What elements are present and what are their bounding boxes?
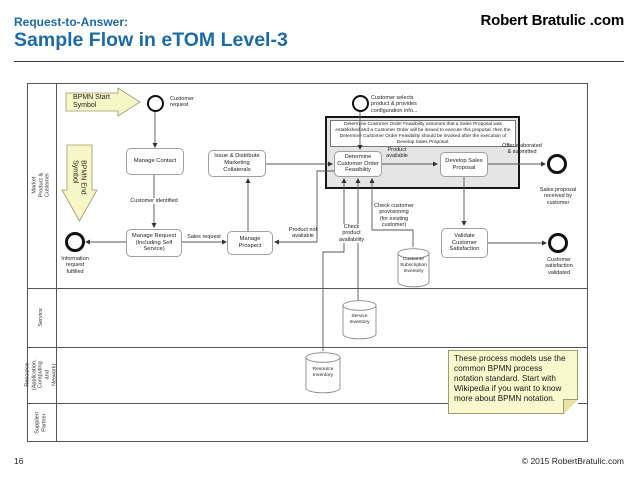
page-title: Sample Flow in eTOM Level-3 [14, 29, 288, 51]
bpmn-pool [27, 83, 588, 442]
lane-supplier-partner: Supplier/ Partner [27, 403, 56, 442]
task-issue-distribute: Issue & Distribute Marketing Collaterals [208, 150, 266, 177]
flow-label-product-available: Product available [386, 147, 408, 160]
task-develop-proposal: Develop Sales Proposal [440, 152, 488, 177]
lane-resource: Resource (Application, Computing and Net… [24, 347, 58, 403]
sticky-note: These process models use the common BPMN… [448, 350, 578, 414]
task-manage-prospect: Manage Prospect [227, 231, 273, 255]
cylinder-shape [397, 248, 430, 288]
folded-corner [563, 399, 578, 414]
event-label: Information request fulfilled [61, 256, 89, 275]
event-label: Customer request [170, 96, 194, 109]
flow-label-check-product: Check product availability [337, 224, 366, 244]
lane-service: Service [27, 288, 56, 347]
event-label: Sales proposal received by customer [539, 187, 577, 206]
flow-label-check-customer: Check customer provisioning (for existin… [374, 203, 414, 229]
start-event-customer-request [146, 94, 164, 112]
datastore-label: Service Inventory [349, 314, 370, 325]
bpmn-end-callout-label: BPMN End Symbol [60, 148, 96, 206]
end-event-satisfaction [548, 233, 568, 253]
title-underline [14, 61, 624, 63]
event-label: Customer satisfaction validated [545, 257, 573, 276]
task-validate-satisfaction: Validate Customer Satisfaction [441, 228, 488, 258]
lane-label: Market Product & Customer [31, 173, 51, 198]
datastore-resource-inventory [305, 352, 341, 394]
flow-label-sales-request: Sales request [187, 234, 221, 240]
lane-label-divider [56, 83, 57, 442]
lane-divider-2 [27, 347, 588, 348]
end-event-information-fulfilled [65, 232, 85, 252]
event-label: Customer selects product & provides conf… [371, 95, 418, 114]
lane-divider-3 [27, 403, 588, 404]
datastore-customer-subscription [397, 248, 430, 288]
flow-label-offer-elaborated: Offer elaborated & submitted [502, 143, 542, 156]
flow-label-product-not-available: Product not available [288, 227, 318, 240]
sticky-note-text: These process models use the common BPMN… [454, 354, 566, 404]
copyright: © 2015 RobertBratulic.com [521, 456, 624, 466]
lane-label: Resource (Application, Computing and Net… [24, 359, 58, 391]
flow-label-customer-identified: Customer identified [126, 198, 182, 205]
lane-market-product-customer: Market Product & Customer [27, 83, 56, 288]
start-event-customer-selects [351, 94, 369, 112]
datastore-service-inventory [342, 300, 377, 340]
task-manage-contact: Manage Contact [126, 148, 184, 175]
bpmn-start-callout-label: BPMN Start Symbol [73, 94, 110, 110]
brand-logo: Robert Bratulic .com [480, 12, 624, 29]
slide-kicker: Request-to-Answer: [14, 15, 129, 29]
group-annotation: Determine Customer Order Feasibility ass… [330, 120, 516, 147]
task-determine-feasibility: Determine Customer Order Feasibility [334, 151, 382, 177]
end-event-sales-proposal [547, 154, 567, 174]
cylinder-shape [342, 300, 377, 340]
datastore-label: Customer Subscription Inventory [400, 257, 427, 274]
task-manage-request: Manage Request (Including Self Service) [126, 229, 182, 257]
page-number: 16 [14, 456, 24, 466]
bpmn-end-callout-text: BPMN End Symbol [71, 159, 87, 195]
cylinder-shape [305, 352, 341, 394]
lane-label: Service [38, 308, 45, 327]
lane-divider-1 [27, 288, 588, 289]
datastore-label: Resource Inventory [312, 367, 334, 378]
lane-label: Supplier/ Partner [34, 411, 48, 434]
